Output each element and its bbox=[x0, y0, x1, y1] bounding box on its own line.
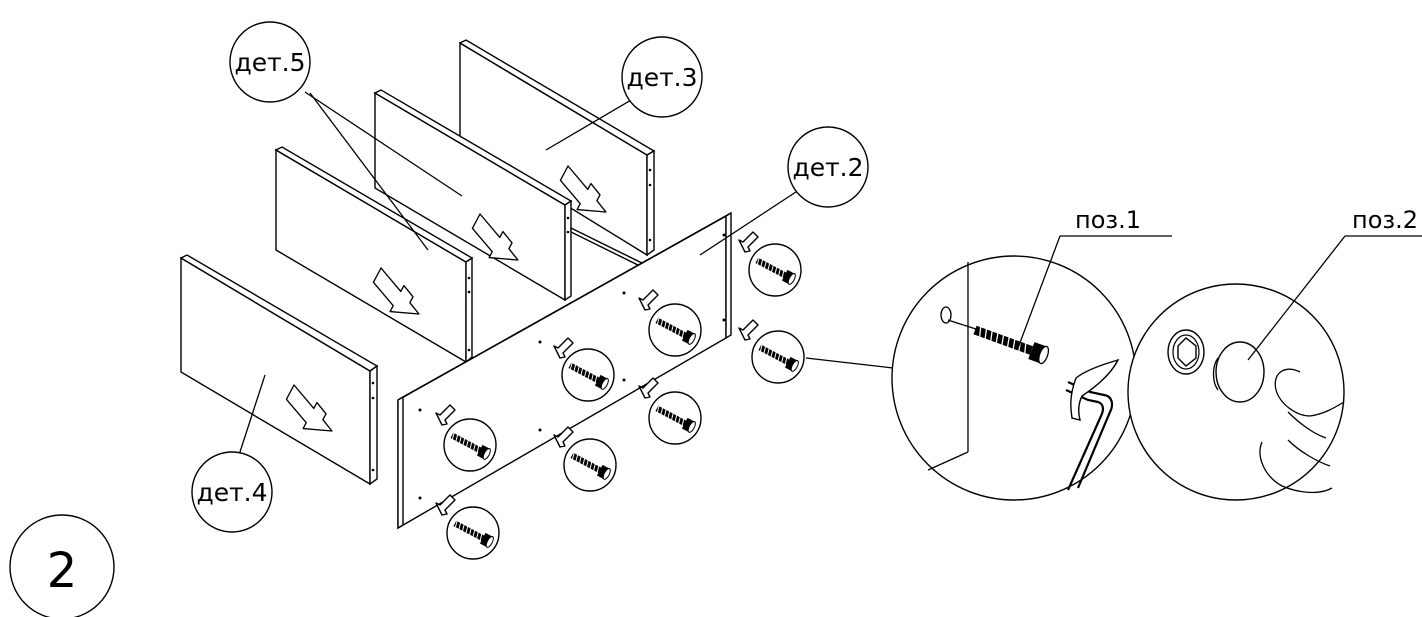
label-part2-text: дет.2 bbox=[792, 153, 863, 182]
label-part5-text: дет.5 bbox=[234, 48, 305, 77]
step-number: 2 bbox=[47, 543, 78, 599]
detail-cap-insertion: поз.2 bbox=[1127, 206, 1422, 501]
confirmat-screw-icon bbox=[562, 349, 614, 401]
step-number-badge: 2 bbox=[9, 514, 115, 617]
label-part3-text: дет.3 bbox=[626, 63, 697, 92]
label-part3: дет.3 bbox=[545, 36, 703, 151]
label-part4: дет.4 bbox=[191, 374, 273, 533]
confirmat-screw-icon bbox=[564, 439, 616, 491]
label-part4-text: дет.4 bbox=[196, 478, 267, 507]
confirmat-screw-icon bbox=[749, 244, 801, 296]
confirmat-screw-icon bbox=[447, 507, 499, 559]
detail-screw-insertion: поз.1 bbox=[805, 206, 1172, 501]
panel-part5-front bbox=[274, 146, 474, 364]
label-pos2: поз.2 bbox=[1352, 206, 1418, 234]
label-pos1: поз.1 bbox=[1075, 206, 1141, 234]
confirmat-screw-icon bbox=[649, 392, 701, 444]
confirmat-screw-icon bbox=[444, 419, 496, 471]
panel-part3 bbox=[458, 39, 656, 257]
insert-arrow-icon bbox=[738, 319, 759, 341]
label-part5: дет.5 bbox=[229, 21, 463, 251]
panel-part5-back bbox=[373, 89, 649, 302]
panel-part4 bbox=[179, 254, 379, 486]
confirmat-screw-icon bbox=[752, 331, 804, 383]
confirmat-screw-icon bbox=[649, 304, 701, 356]
label-part2: дет.2 bbox=[699, 126, 869, 256]
insert-arrow-icon bbox=[738, 231, 759, 253]
